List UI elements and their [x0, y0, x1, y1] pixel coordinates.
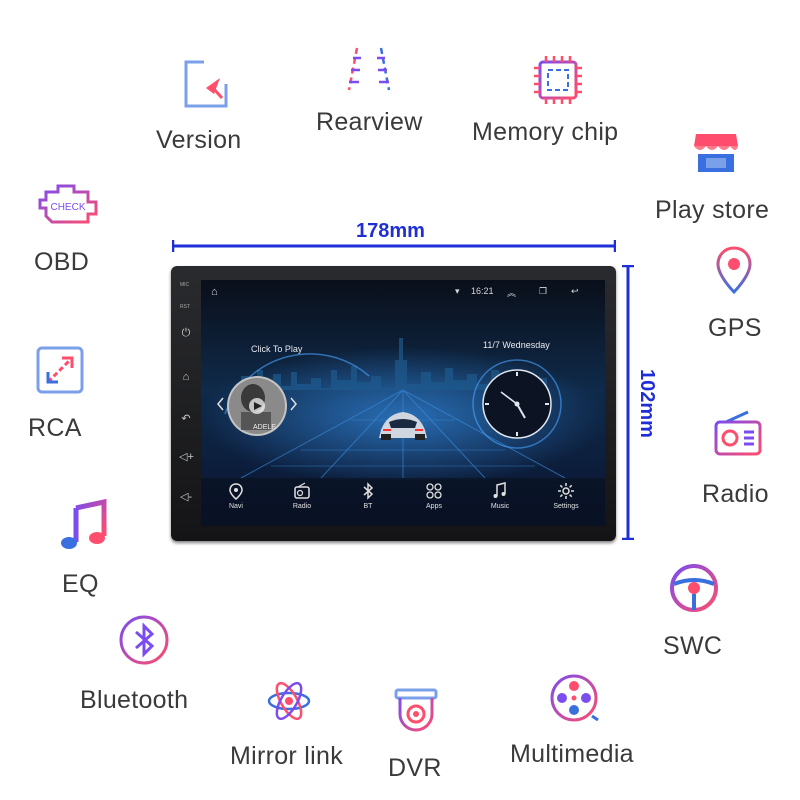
feature-label: DVR: [388, 754, 442, 782]
radio-icon: [294, 482, 310, 499]
music-note-icon: [493, 482, 506, 498]
feature-label: Memory chip: [472, 118, 619, 146]
feature-label: Radio: [702, 480, 769, 508]
feature-label: OBD: [34, 248, 90, 276]
dock-item-label: Radio: [292, 503, 312, 510]
feature-label: Mirror link: [230, 742, 344, 770]
status-time: 16:21: [471, 286, 494, 296]
atom-icon: [266, 678, 312, 724]
apps-grid-icon: [426, 483, 442, 499]
dock-item-label: Music: [490, 503, 510, 510]
album-text: ADELE: [253, 424, 276, 431]
obd-icon-text: CHECK: [50, 202, 85, 213]
back-icon[interactable]: ↩: [571, 286, 579, 296]
gear-icon: [558, 483, 574, 499]
status-bar: ⌂ ▾ 16:21 ︽ ❐ ↩: [201, 280, 605, 304]
head-unit-device: MIC RST ⏻ ⌂ ↶ ◁+ ◁-: [171, 266, 616, 541]
feature-label: Version: [156, 126, 242, 154]
cursor-window-icon: [180, 58, 232, 110]
feature-label: EQ: [62, 570, 99, 598]
power-icon[interactable]: ⏻: [181, 327, 191, 339]
side-button-column: MIC RST ⏻ ⌂ ↶ ◁+ ◁-: [171, 266, 201, 541]
height-dimension-line: [622, 265, 634, 540]
dashcam-icon: [392, 686, 440, 734]
feature-label: Multimedia: [510, 740, 634, 768]
recent-apps-icon[interactable]: ❐: [539, 286, 548, 296]
dock-item-label: Apps: [426, 503, 442, 510]
clock-widget-date: 11/7 Wednesday: [483, 340, 550, 350]
rear-camera-guidelines-icon: [343, 44, 395, 96]
map-pin-icon: [712, 244, 756, 296]
dock-item-settings[interactable]: Settings: [541, 478, 591, 510]
mic-label: MIC: [180, 282, 190, 288]
car-graphic: [379, 412, 427, 440]
expand-arrows-icon: [34, 344, 86, 396]
volume-up-icon[interactable]: ◁+: [179, 451, 194, 463]
album-art[interactable]: [227, 376, 287, 436]
bluetooth-icon: [118, 614, 170, 666]
music-widget-title[interactable]: Click To Play: [251, 344, 303, 354]
touch-screen[interactable]: ⌂ ▾ 16:21 ︽ ❐ ↩ Click To Play ADELE 11/7…: [201, 280, 605, 526]
memory-chip-icon: [532, 54, 584, 106]
back-icon[interactable]: ↶: [181, 413, 191, 425]
storefront-icon: [690, 126, 742, 178]
radio-icon: [712, 408, 764, 460]
bluetooth-icon: [363, 482, 374, 500]
dock-item-apps[interactable]: Apps: [409, 478, 459, 510]
app-dock: Navi Radio BT Apps Music Settings: [201, 478, 605, 526]
height-dimension-label: 102mm: [635, 369, 658, 438]
feature-label: RCA: [28, 414, 82, 442]
dock-item-label: Navi: [228, 503, 243, 510]
wifi-icon: ▾: [455, 286, 460, 296]
chevron-up-icon[interactable]: ︽: [507, 288, 517, 298]
screen-background: [201, 280, 605, 526]
dock-item-label: Settings: [553, 503, 579, 510]
feature-label: Bluetooth: [80, 686, 189, 714]
volume-down-icon[interactable]: ◁-: [179, 491, 193, 503]
dock-item-label: BT: [363, 503, 373, 510]
feature-label: Play store: [655, 196, 770, 224]
feature-label: SWC: [663, 632, 723, 660]
width-dimension-label: 178mm: [356, 220, 425, 242]
engine-check-icon: CHECK: [36, 180, 100, 228]
dock-item-bt[interactable]: BT: [343, 478, 393, 510]
dock-item-music[interactable]: Music: [475, 478, 525, 510]
analog-clock-graphic: [472, 359, 562, 449]
feature-label: Rearview: [316, 108, 423, 136]
film-reel-icon: [548, 672, 600, 724]
location-pin-icon: [229, 483, 243, 500]
home-icon[interactable]: ⌂: [182, 371, 190, 383]
feature-label: GPS: [708, 314, 762, 342]
dock-item-navi[interactable]: Navi: [211, 478, 261, 510]
rst-label: RST: [180, 304, 190, 310]
width-dimension-line: [172, 240, 616, 252]
steering-wheel-icon: [668, 562, 720, 614]
home-icon[interactable]: ⌂: [211, 286, 218, 298]
music-note-icon: [56, 498, 112, 554]
dock-item-radio[interactable]: Radio: [277, 478, 327, 510]
